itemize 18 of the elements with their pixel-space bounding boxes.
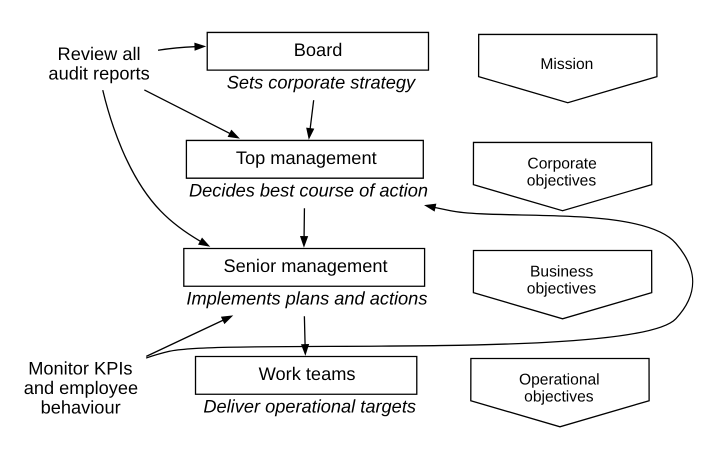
node-box: Board [206,31,430,70]
arrow [158,42,206,50]
arrow [146,203,694,358]
arrow [144,88,240,138]
arrow [306,100,314,140]
arrow [300,208,308,248]
arrow [146,314,234,356]
node-text: Monitor KPIs and employee behaviour [24,358,138,417]
arrow [300,316,310,356]
arrow [102,89,210,246]
node-label: Sets corporate strategy [226,72,416,92]
node-label: Decides best course of action [189,180,428,200]
node-label: Implements plans and actions [186,288,428,308]
node-box: Work teams [194,355,418,394]
node-box: Senior management [183,247,426,286]
node-label: Deliver operational targets [203,396,416,416]
node-box: Top management [186,139,424,178]
node-text: Review all audit reports [48,44,150,84]
